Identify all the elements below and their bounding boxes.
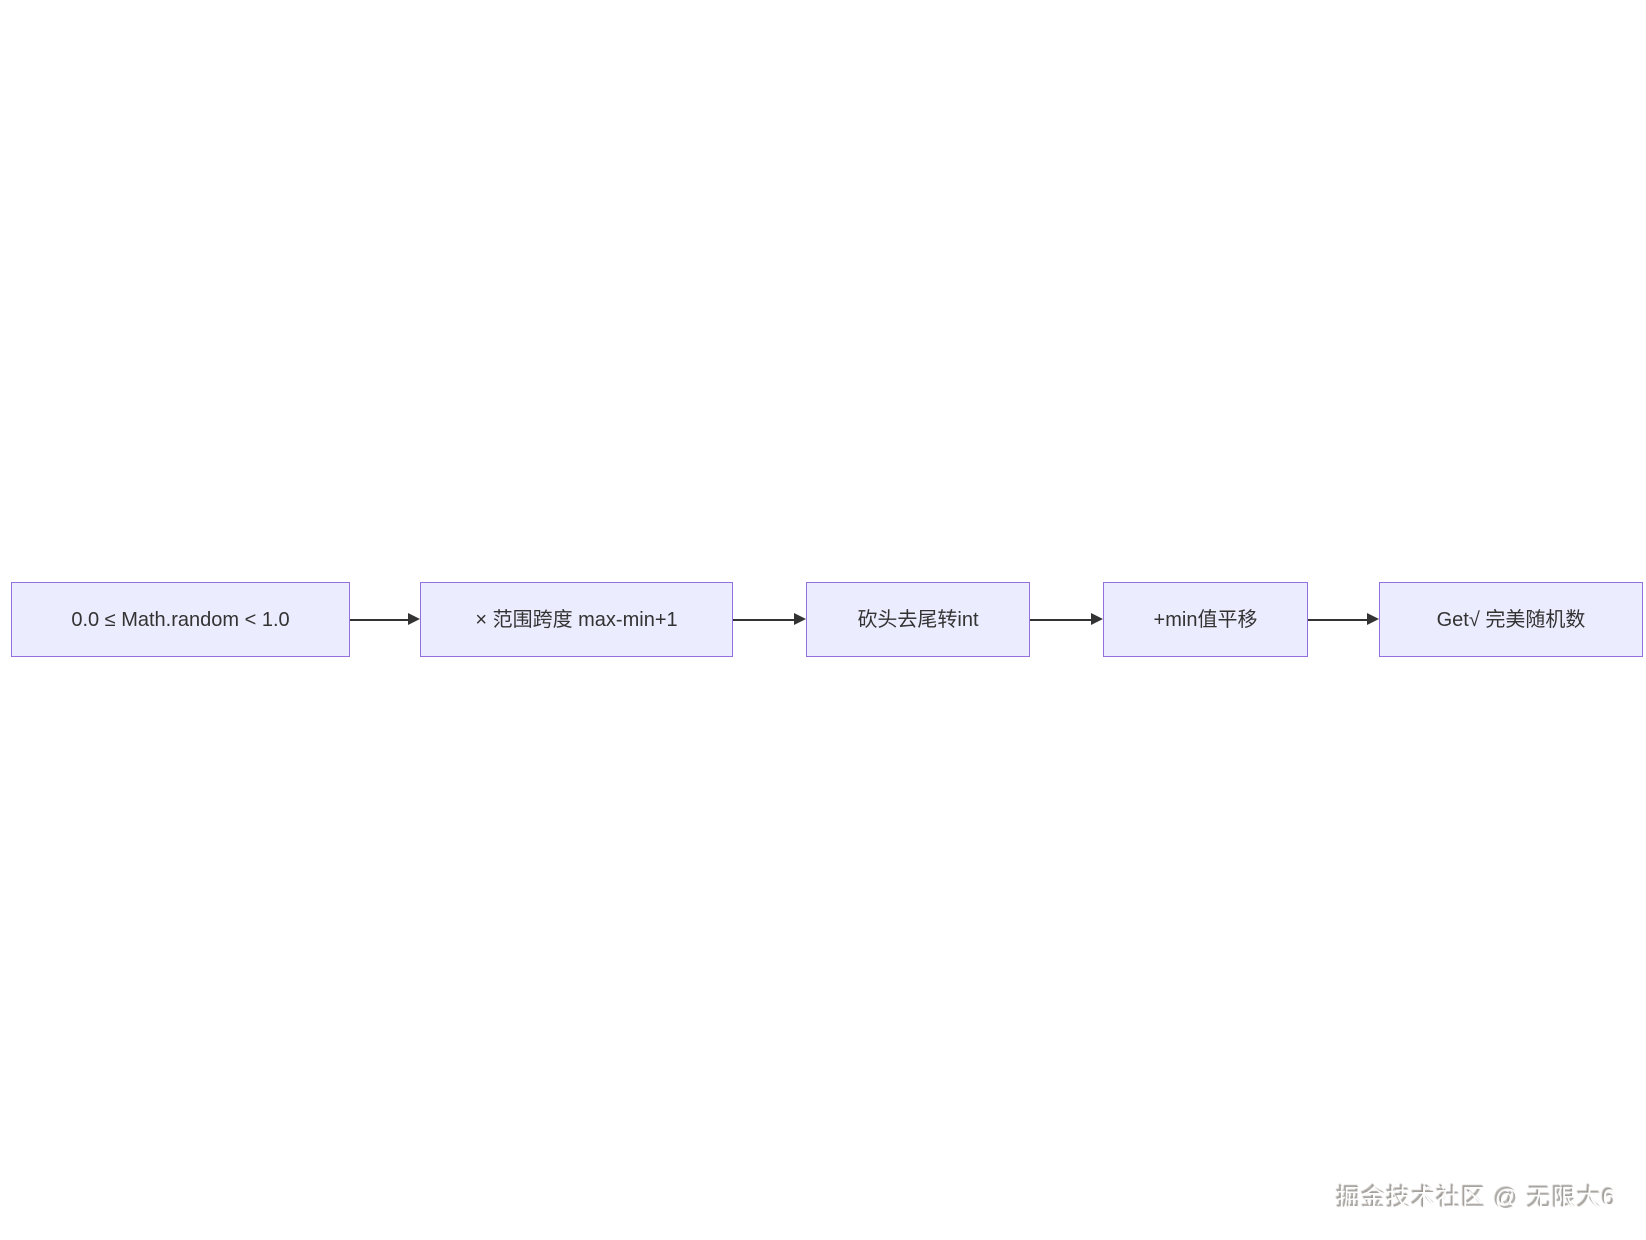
flow-node-label: +min值平移 bbox=[1153, 608, 1258, 631]
flow-node-multiply-range-span: × 范围跨度 max-min+1 bbox=[420, 582, 733, 657]
flow-connector bbox=[1030, 613, 1103, 626]
flow-node-add-min-offset: +min值平移 bbox=[1103, 582, 1308, 657]
arrow-line bbox=[1030, 618, 1093, 621]
flow-node-truncate-to-int: 砍头去尾转int bbox=[806, 582, 1030, 657]
watermark: 掘金技术社区 @ 无限大6 bbox=[1336, 1185, 1617, 1212]
arrow-line bbox=[733, 618, 796, 621]
flow-node-math-random-range: 0.0 ≤ Math.random < 1.0 bbox=[11, 582, 350, 657]
flow-node-label: Get√ 完美随机数 bbox=[1436, 608, 1586, 631]
flow-connector bbox=[350, 613, 420, 626]
flow-connector bbox=[1308, 613, 1379, 626]
flow-node-label: 砍头去尾转int bbox=[857, 608, 979, 631]
flow-node-perfect-random-result: Get√ 完美随机数 bbox=[1379, 582, 1643, 657]
arrowhead-right-icon bbox=[794, 613, 806, 625]
arrowhead-right-icon bbox=[1091, 613, 1103, 625]
arrowhead-right-icon bbox=[408, 613, 420, 625]
flow-connector bbox=[733, 613, 806, 626]
arrow-line bbox=[350, 618, 410, 621]
arrowhead-right-icon bbox=[1367, 613, 1379, 625]
flow-node-label: 0.0 ≤ Math.random < 1.0 bbox=[71, 608, 290, 631]
arrow-line bbox=[1308, 618, 1369, 621]
flow-node-label: × 范围跨度 max-min+1 bbox=[475, 608, 678, 631]
